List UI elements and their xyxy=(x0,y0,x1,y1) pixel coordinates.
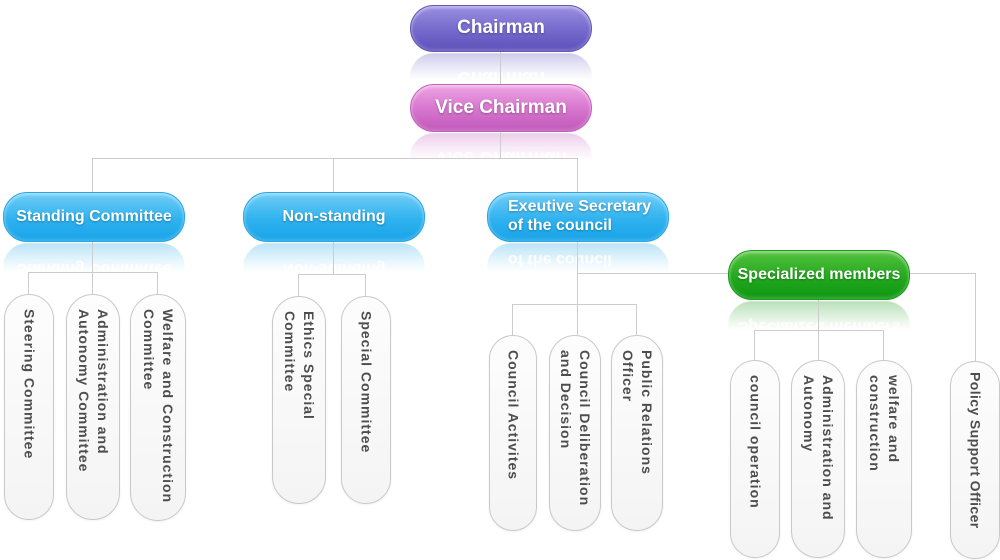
connector-vice-down xyxy=(500,130,501,158)
node-administration-autonomy-committee: Administration and Autonomy Committee xyxy=(66,294,120,520)
public-relations-officer-label: Public Relations Officer xyxy=(620,350,655,475)
connector-exec-bus xyxy=(512,304,637,305)
non-standing-label: Non-standing xyxy=(282,207,386,225)
node-council-operation: council operation xyxy=(730,360,780,558)
connector-drop-welfare-committee xyxy=(157,272,158,294)
connector-nonstanding-down xyxy=(333,240,334,274)
special-committee-label: Special Committee xyxy=(358,311,375,454)
standing-committee-label: Standing Committee xyxy=(16,207,172,225)
connector-drop-nonstanding xyxy=(333,158,334,192)
node-welfare-construction-committee: Welfare and Construction Committee xyxy=(130,294,186,521)
connector-drop-welfare-construction xyxy=(883,330,884,360)
connector-drop-ethics xyxy=(298,274,299,296)
connector-drop-deliberation xyxy=(577,304,578,335)
connector-branch-bus xyxy=(92,158,578,159)
node-council-activities: Council Activites xyxy=(489,335,537,531)
specialized-members-label: Specialized members xyxy=(737,265,901,283)
council-activities-label: Council Activites xyxy=(505,350,522,481)
connector-drop-standing xyxy=(92,158,93,192)
policy-support-officer-label: Policy Support Officer xyxy=(967,372,984,529)
node-ethics-special-committee: Ethics Special Committee xyxy=(272,296,326,504)
connector-drop-policy-support xyxy=(975,273,976,361)
node-non-standing: Non-standing xyxy=(243,192,425,242)
connector-drop-public-relations xyxy=(636,304,637,335)
connector-nonstanding-bus xyxy=(298,274,366,275)
node-special-committee: Special Committee xyxy=(341,296,391,504)
council-deliberation-label: Council Deliberation and Decision xyxy=(558,350,593,507)
non-standing-reflection: Non-standing xyxy=(243,243,425,293)
welfare-construction-committee-label: Welfare and Construction Committee xyxy=(141,309,176,504)
administration-autonomy-committee-label: Administration and Autonomy Committee xyxy=(76,309,111,473)
node-council-deliberation: Council Deliberation and Decision xyxy=(549,335,601,531)
node-vice-chairman: Vice Chairman xyxy=(410,84,592,132)
node-steering-committee: Steering Committee xyxy=(4,294,54,520)
node-chairman: Chairman xyxy=(410,5,592,52)
connector-specialized-down xyxy=(818,298,819,330)
connector-chairman-vice xyxy=(500,50,501,84)
connector-drop-council-operation xyxy=(754,330,755,360)
steering-committee-label: Steering Committee xyxy=(21,309,38,460)
connector-drop-admin-committee xyxy=(92,272,93,294)
ethics-special-committee-label: Ethics Special Committee xyxy=(282,311,317,420)
node-administration-autonomy: Administration and Autonomy xyxy=(791,360,845,558)
node-welfare-construction: welfare and construction xyxy=(856,360,912,558)
node-public-relations-officer: Public Relations Officer xyxy=(611,335,663,531)
connector-drop-activities xyxy=(512,304,513,335)
connector-exec-down xyxy=(577,240,578,304)
connector-drop-special xyxy=(365,274,366,296)
vice-chairman-label: Vice Chairman xyxy=(435,96,567,118)
vice-chairman-reflection: Vice Chairman xyxy=(410,133,592,181)
connector-drop-steering xyxy=(28,272,29,294)
connector-drop-admin-autonomy xyxy=(818,330,819,360)
welfare-construction-label: welfare and construction xyxy=(867,375,902,472)
chairman-label: Chairman xyxy=(457,17,545,39)
executive-secretary-reflection: Exeutive Secretary of the council xyxy=(487,243,669,293)
connector-standing-down xyxy=(92,240,93,272)
node-specialized-members: Specialized members xyxy=(728,250,910,300)
administration-autonomy-label: Administration and Autonomy xyxy=(801,375,836,521)
node-executive-secretary: Exeutive Secretary of the council xyxy=(487,192,669,242)
node-standing-committee: Standing Committee xyxy=(3,192,185,242)
connector-standing-bus xyxy=(28,272,158,273)
executive-secretary-label: Exeutive Secretary of the council xyxy=(508,198,652,234)
connector-specialized-bus xyxy=(754,330,884,331)
connector-drop-exec xyxy=(577,158,578,192)
council-operation-label: council operation xyxy=(747,375,764,509)
node-policy-support-officer: Policy Support Officer xyxy=(950,361,1000,559)
